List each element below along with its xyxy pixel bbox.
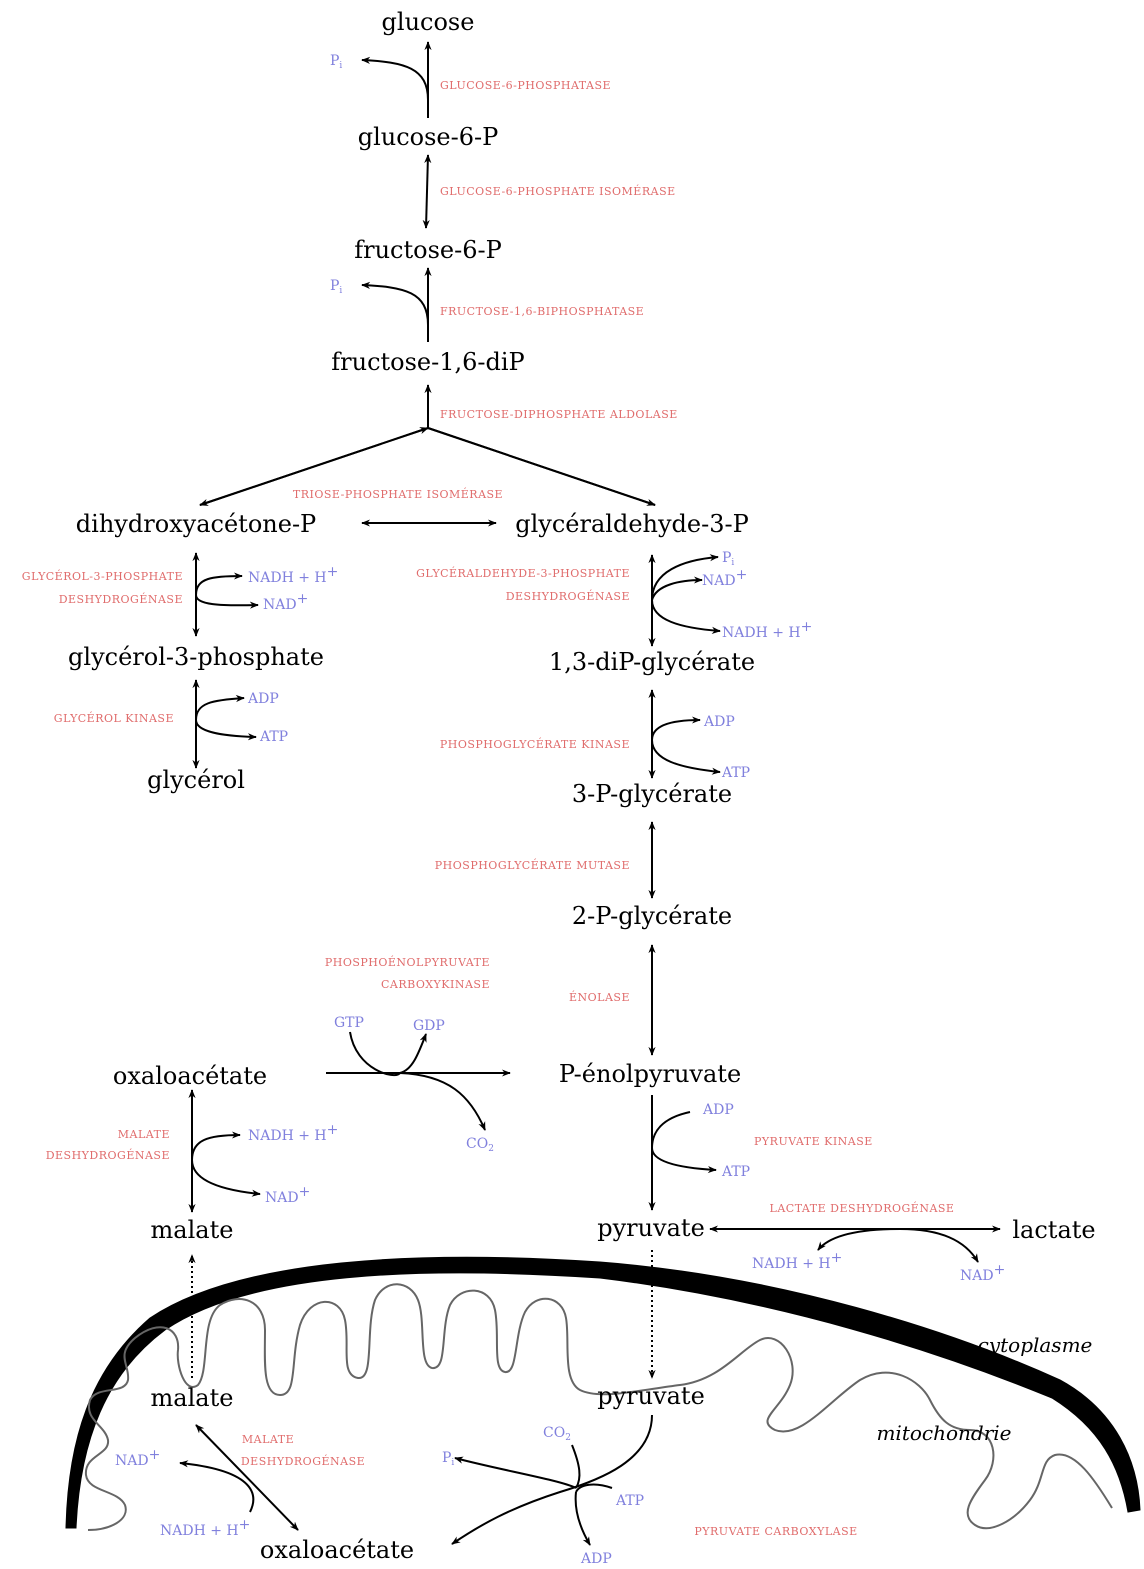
metabolite-glycerol: glycérol: [147, 766, 245, 794]
cofactor-adp-3: ADP: [702, 1102, 734, 1118]
enzyme-malate-dh-cyto-line2: DESHYDROGÉNASE: [46, 1148, 170, 1162]
metabolite-fructose-6-p: fructose-6-P: [354, 236, 502, 264]
compartment-mitochondria: mitochondrie: [876, 1421, 1011, 1445]
cofactor-nadh-h-5: NADH + H+: [160, 1517, 250, 1539]
cofactor-adp-2: ADP: [703, 714, 735, 730]
metabolite-oxaloacetate-mito: oxaloacétate: [260, 1536, 414, 1564]
cofactor-adp-1: ADP: [247, 691, 279, 707]
metabolite-glycerol-3-phosphate: glycérol-3-phosphate: [68, 643, 324, 671]
enzyme-aldolase: FRUCTOSE-DIPHOSPHATE ALDOLASE: [440, 408, 678, 421]
enzyme-malate-dh-mito-line2: DESHYDROGÉNASE: [241, 1454, 365, 1468]
metabolite-glucose-6-p: glucose-6-P: [358, 123, 499, 151]
cofactor-gdp: GDP: [413, 1018, 445, 1034]
enzyme-gapdh-line1: GLYCÉRALDEHYDE-3-PHOSPHATE: [416, 566, 630, 580]
cofactor-co2-1: CO2: [466, 1136, 494, 1154]
enzyme-malate-dh-cyto-line1: MALATE: [118, 1128, 170, 1141]
enzyme-malate-dh-mito-line1: MALATE: [242, 1433, 294, 1446]
enzyme-triose-phosphate-isomerase: TRIOSE-PHOSPHATE ISOMÉRASE: [293, 487, 503, 501]
enzyme-pyruvate-kinase: PYRUVATE KINASE: [754, 1135, 873, 1148]
cofactor-co2-2: CO2: [543, 1425, 571, 1443]
metabolite-pyruvate-cyto: pyruvate: [597, 1214, 705, 1242]
cofactor-nadh-h-2: NADH + H+: [722, 619, 812, 641]
enzyme-pepck-line1: PHOSPHOÉNOLPYRUVATE: [325, 955, 490, 969]
metabolite-malate-mito: malate: [151, 1384, 234, 1412]
enzyme-fructose-bisphosphatase: FRUCTOSE-1,6-BIPHOSPHATASE: [440, 305, 644, 318]
enzyme-phosphoglycerate-mutase: PHOSPHOGLYCÉRATE MUTASE: [435, 858, 630, 872]
enzyme-glucose-6-phosphatase: GLUCOSE-6-PHOSPHATASE: [440, 79, 611, 92]
cofactor-nadh-h-1: NADH + H+: [248, 564, 338, 586]
cofactor-nad-5: NAD+: [115, 1447, 160, 1469]
cofactor-atp-1: ATP: [259, 729, 288, 745]
enzyme-pepck-line2: CARBOXYKINASE: [381, 978, 490, 991]
metabolite-pep: P-énolpyruvate: [559, 1060, 741, 1088]
enzyme-g3p-dehydrogenase-line1: GLYCÉROL-3-PHOSPHATE: [22, 569, 183, 583]
cofactor-adp-4: ADP: [580, 1551, 612, 1567]
metabolite-lactate: lactate: [1012, 1216, 1095, 1244]
enzyme-pyruvate-carboxylase: PYRUVATE CARBOXYLASE: [694, 1525, 857, 1538]
cofactor-nad-4: NAD+: [960, 1262, 1005, 1284]
cofactor-pi-2: Pi: [330, 278, 342, 296]
cofactor-nad-2: NAD+: [702, 567, 747, 589]
mitochondrial-outer-membrane: [65, 1256, 1141, 1529]
metabolite-dhap: dihydroxyacétone-P: [76, 510, 316, 538]
cofactor-nad-1: NAD+: [263, 591, 308, 613]
metabolite-glucose: glucose: [382, 8, 475, 36]
metabolite-fructose-1-6-dip: fructose-1,6-diP: [331, 348, 524, 376]
metabolite-malate-cyto: malate: [151, 1216, 234, 1244]
cofactor-pi-3: Pi: [722, 550, 734, 568]
metabolite-1-3-bpg: 1,3-diP-glycérate: [549, 648, 755, 676]
enzyme-glycerol-kinase: GLYCÉROL KINASE: [54, 711, 174, 725]
cofactor-nad-3: NAD+: [265, 1184, 310, 1206]
cofactor-pi-1: Pi: [330, 53, 342, 71]
metabolite-3-pg: 3-P-glycérate: [572, 780, 732, 808]
cofactor-nadh-h-4: NADH + H+: [752, 1250, 842, 1272]
cofactor-atp-2: ATP: [721, 765, 750, 781]
metabolite-oxaloacetate-cyto: oxaloacétate: [113, 1062, 267, 1090]
mitochondrial-inner-membrane: [84, 1283, 1113, 1531]
cofactor-atp-4: ATP: [615, 1493, 644, 1509]
enzyme-gapdh-line2: DESHYDROGÉNASE: [506, 589, 630, 603]
cofactor-nadh-h-3: NADH + H+: [248, 1122, 338, 1144]
enzyme-lactate-dehydrogenase: LACTATE DESHYDROGÉNASE: [770, 1201, 955, 1215]
cofactor-atp-3: ATP: [721, 1164, 750, 1180]
enzyme-glucose-6-phosphate-isomerase: GLUCOSE-6-PHOSPHATE ISOMÉRASE: [440, 184, 676, 198]
enzyme-g3p-dehydrogenase-line2: DESHYDROGÉNASE: [59, 592, 183, 606]
cofactor-gtp: GTP: [334, 1015, 364, 1031]
compartment-cytoplasm: cytoplasme: [978, 1333, 1093, 1357]
enzyme-phosphoglycerate-kinase: PHOSPHOGLYCÉRATE KINASE: [440, 737, 630, 751]
enzyme-enolase: ÉNOLASE: [569, 990, 630, 1004]
metabolite-2-pg: 2-P-glycérate: [572, 902, 732, 930]
metabolite-g3p: glycéraldehyde-3-P: [515, 510, 748, 538]
metabolite-pyruvate-mito: pyruvate: [597, 1382, 705, 1410]
cofactor-pi-4: Pi: [442, 1450, 454, 1468]
